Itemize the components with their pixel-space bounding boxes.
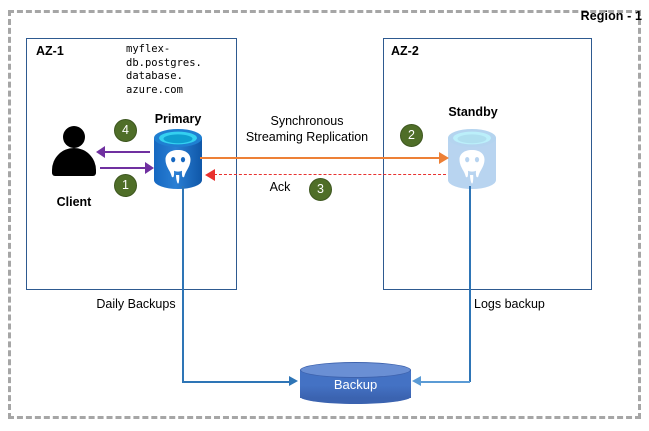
step-badge-2: 2 — [400, 124, 423, 147]
availability-zone-2-box — [383, 38, 592, 290]
client-to-primary-arrow-line — [100, 167, 150, 170]
logs-backup-label: Logs backup — [474, 297, 545, 311]
logs-backup-arrow-head — [412, 376, 421, 386]
client-to-primary-arrow-head — [145, 162, 154, 174]
backup-label: Backup — [333, 377, 378, 392]
logs-backup-horizontal-line — [420, 381, 470, 383]
primary-label: Primary — [154, 112, 202, 126]
replication-label-line2: Streaming Replication — [245, 130, 369, 144]
postgresql-database-icon-standby — [446, 128, 498, 190]
server-hostname-label: myflex- db.postgres. database. azure.com — [126, 43, 202, 96]
backup-storage-cylinder: Backup — [300, 362, 411, 404]
daily-backup-vertical-line — [182, 186, 184, 382]
region-boundary — [8, 10, 641, 419]
backup-cylinder-top — [300, 362, 411, 378]
step-badge-1: 1 — [114, 174, 137, 197]
ack-arrow-line — [214, 174, 446, 175]
postgresql-database-icon-primary — [152, 128, 204, 190]
standby-label: Standby — [448, 105, 498, 119]
ack-label: Ack — [269, 180, 291, 194]
region-label: Region - 1 — [580, 9, 642, 23]
replication-arrow-line — [200, 157, 443, 159]
primary-to-client-arrow-line — [103, 151, 150, 154]
user-body-shape — [52, 148, 96, 176]
step-badge-4: 4 — [114, 119, 137, 142]
availability-zone-2-label: AZ-2 — [391, 44, 419, 58]
ack-arrow-head — [205, 169, 215, 181]
daily-backup-arrow-head — [289, 376, 298, 386]
user-icon — [52, 126, 96, 176]
replication-label-line1: Synchronous — [270, 114, 344, 128]
daily-backups-label: Daily Backups — [96, 297, 176, 311]
replication-arrow-head — [439, 152, 449, 164]
client-label: Client — [56, 195, 92, 209]
daily-backup-horizontal-line — [182, 381, 292, 383]
user-head-shape — [63, 126, 85, 148]
availability-zone-1-label: AZ-1 — [36, 44, 64, 58]
step-badge-3: 3 — [309, 178, 332, 201]
logs-backup-vertical-line — [469, 186, 471, 382]
primary-to-client-arrow-head — [96, 146, 105, 158]
availability-zone-1-box — [26, 38, 237, 290]
replication-label: Synchronous Streaming Replication — [232, 113, 382, 145]
